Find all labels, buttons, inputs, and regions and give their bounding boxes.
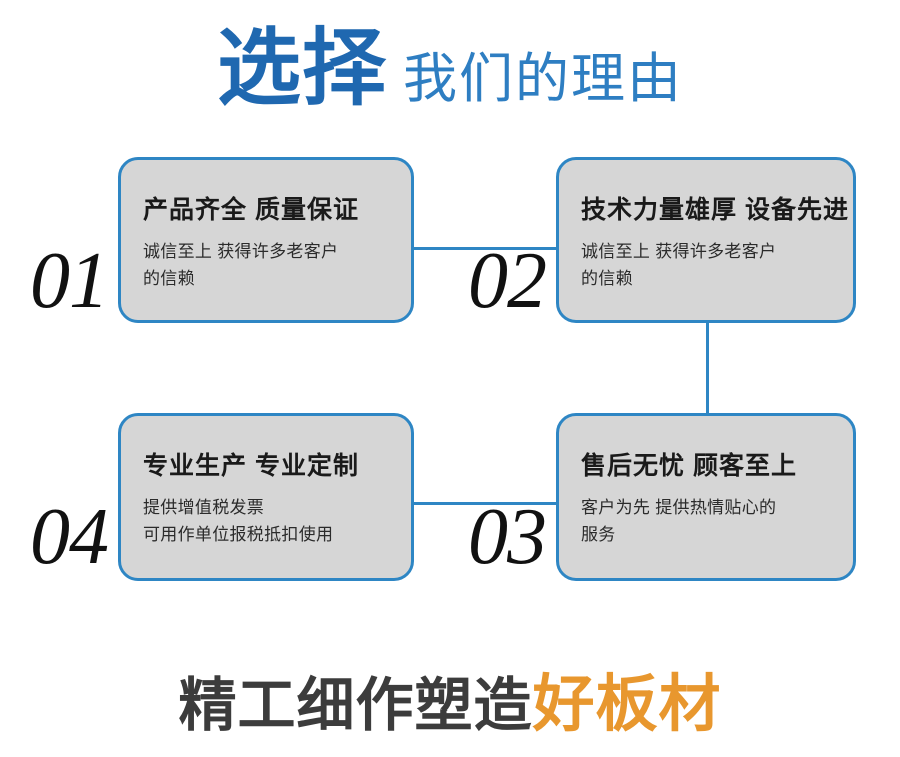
page-title: 选择我们的理由 bbox=[0, 26, 900, 110]
feature-card-01-body: 诚信至上 获得许多老客户 的信赖 bbox=[143, 238, 411, 292]
feature-card-04-title: 专业生产 专业定制 bbox=[143, 452, 359, 480]
feature-card-01-title: 产品齐全 质量保证 bbox=[143, 196, 359, 224]
feature-card-03: 售后无忧 顾客至上 客户为先 提供热情贴心的 服务 bbox=[556, 413, 856, 581]
feature-card-03-body-line-2: 服务 bbox=[581, 525, 616, 544]
step-number-01: 01 bbox=[30, 237, 109, 325]
step-number-04: 04 bbox=[30, 493, 109, 581]
feature-card-03-title: 售后无忧 顾客至上 bbox=[581, 452, 797, 480]
footer-slogan-accent: 好板材 bbox=[532, 670, 722, 739]
connector-line-02-to-03 bbox=[706, 318, 709, 418]
feature-card-03-body-line-1: 客户为先 提供热情贴心的 bbox=[581, 498, 777, 517]
feature-card-02-body: 诚信至上 获得许多老客户 的信赖 bbox=[581, 238, 853, 292]
footer-slogan: 精工细作塑造好板材 bbox=[0, 674, 900, 736]
step-number-03: 03 bbox=[468, 493, 547, 581]
feature-card-04-body: 提供增值税发票 可用作单位报税抵扣使用 bbox=[143, 494, 411, 548]
connector-line-01-to-02 bbox=[410, 247, 562, 250]
page-title-rest: 我们的理由 bbox=[403, 49, 683, 109]
feature-card-01-body-line-1: 诚信至上 获得许多老客户 bbox=[143, 242, 339, 261]
feature-card-02: 技术力量雄厚 设备先进 诚信至上 获得许多老客户 的信赖 bbox=[556, 157, 856, 323]
feature-card-01: 产品齐全 质量保证 诚信至上 获得许多老客户 的信赖 bbox=[118, 157, 414, 323]
feature-card-04: 专业生产 专业定制 提供增值税发票 可用作单位报税抵扣使用 bbox=[118, 413, 414, 581]
page-title-emphasis: 选择 bbox=[216, 21, 387, 115]
feature-card-02-body-line-1: 诚信至上 获得许多老客户 bbox=[581, 242, 777, 261]
feature-card-03-body: 客户为先 提供热情贴心的 服务 bbox=[581, 494, 853, 548]
step-number-02: 02 bbox=[468, 237, 547, 325]
feature-card-01-body-line-2: 的信赖 bbox=[143, 269, 195, 288]
connector-line-04-to-03 bbox=[410, 502, 562, 505]
footer-slogan-dark: 精工细作塑造 bbox=[178, 673, 533, 738]
feature-card-02-title: 技术力量雄厚 设备先进 bbox=[581, 196, 849, 224]
feature-card-04-body-line-2: 可用作单位报税抵扣使用 bbox=[143, 525, 334, 544]
feature-card-04-body-line-1: 提供增值税发票 bbox=[143, 498, 265, 517]
feature-card-02-body-line-2: 的信赖 bbox=[581, 269, 633, 288]
